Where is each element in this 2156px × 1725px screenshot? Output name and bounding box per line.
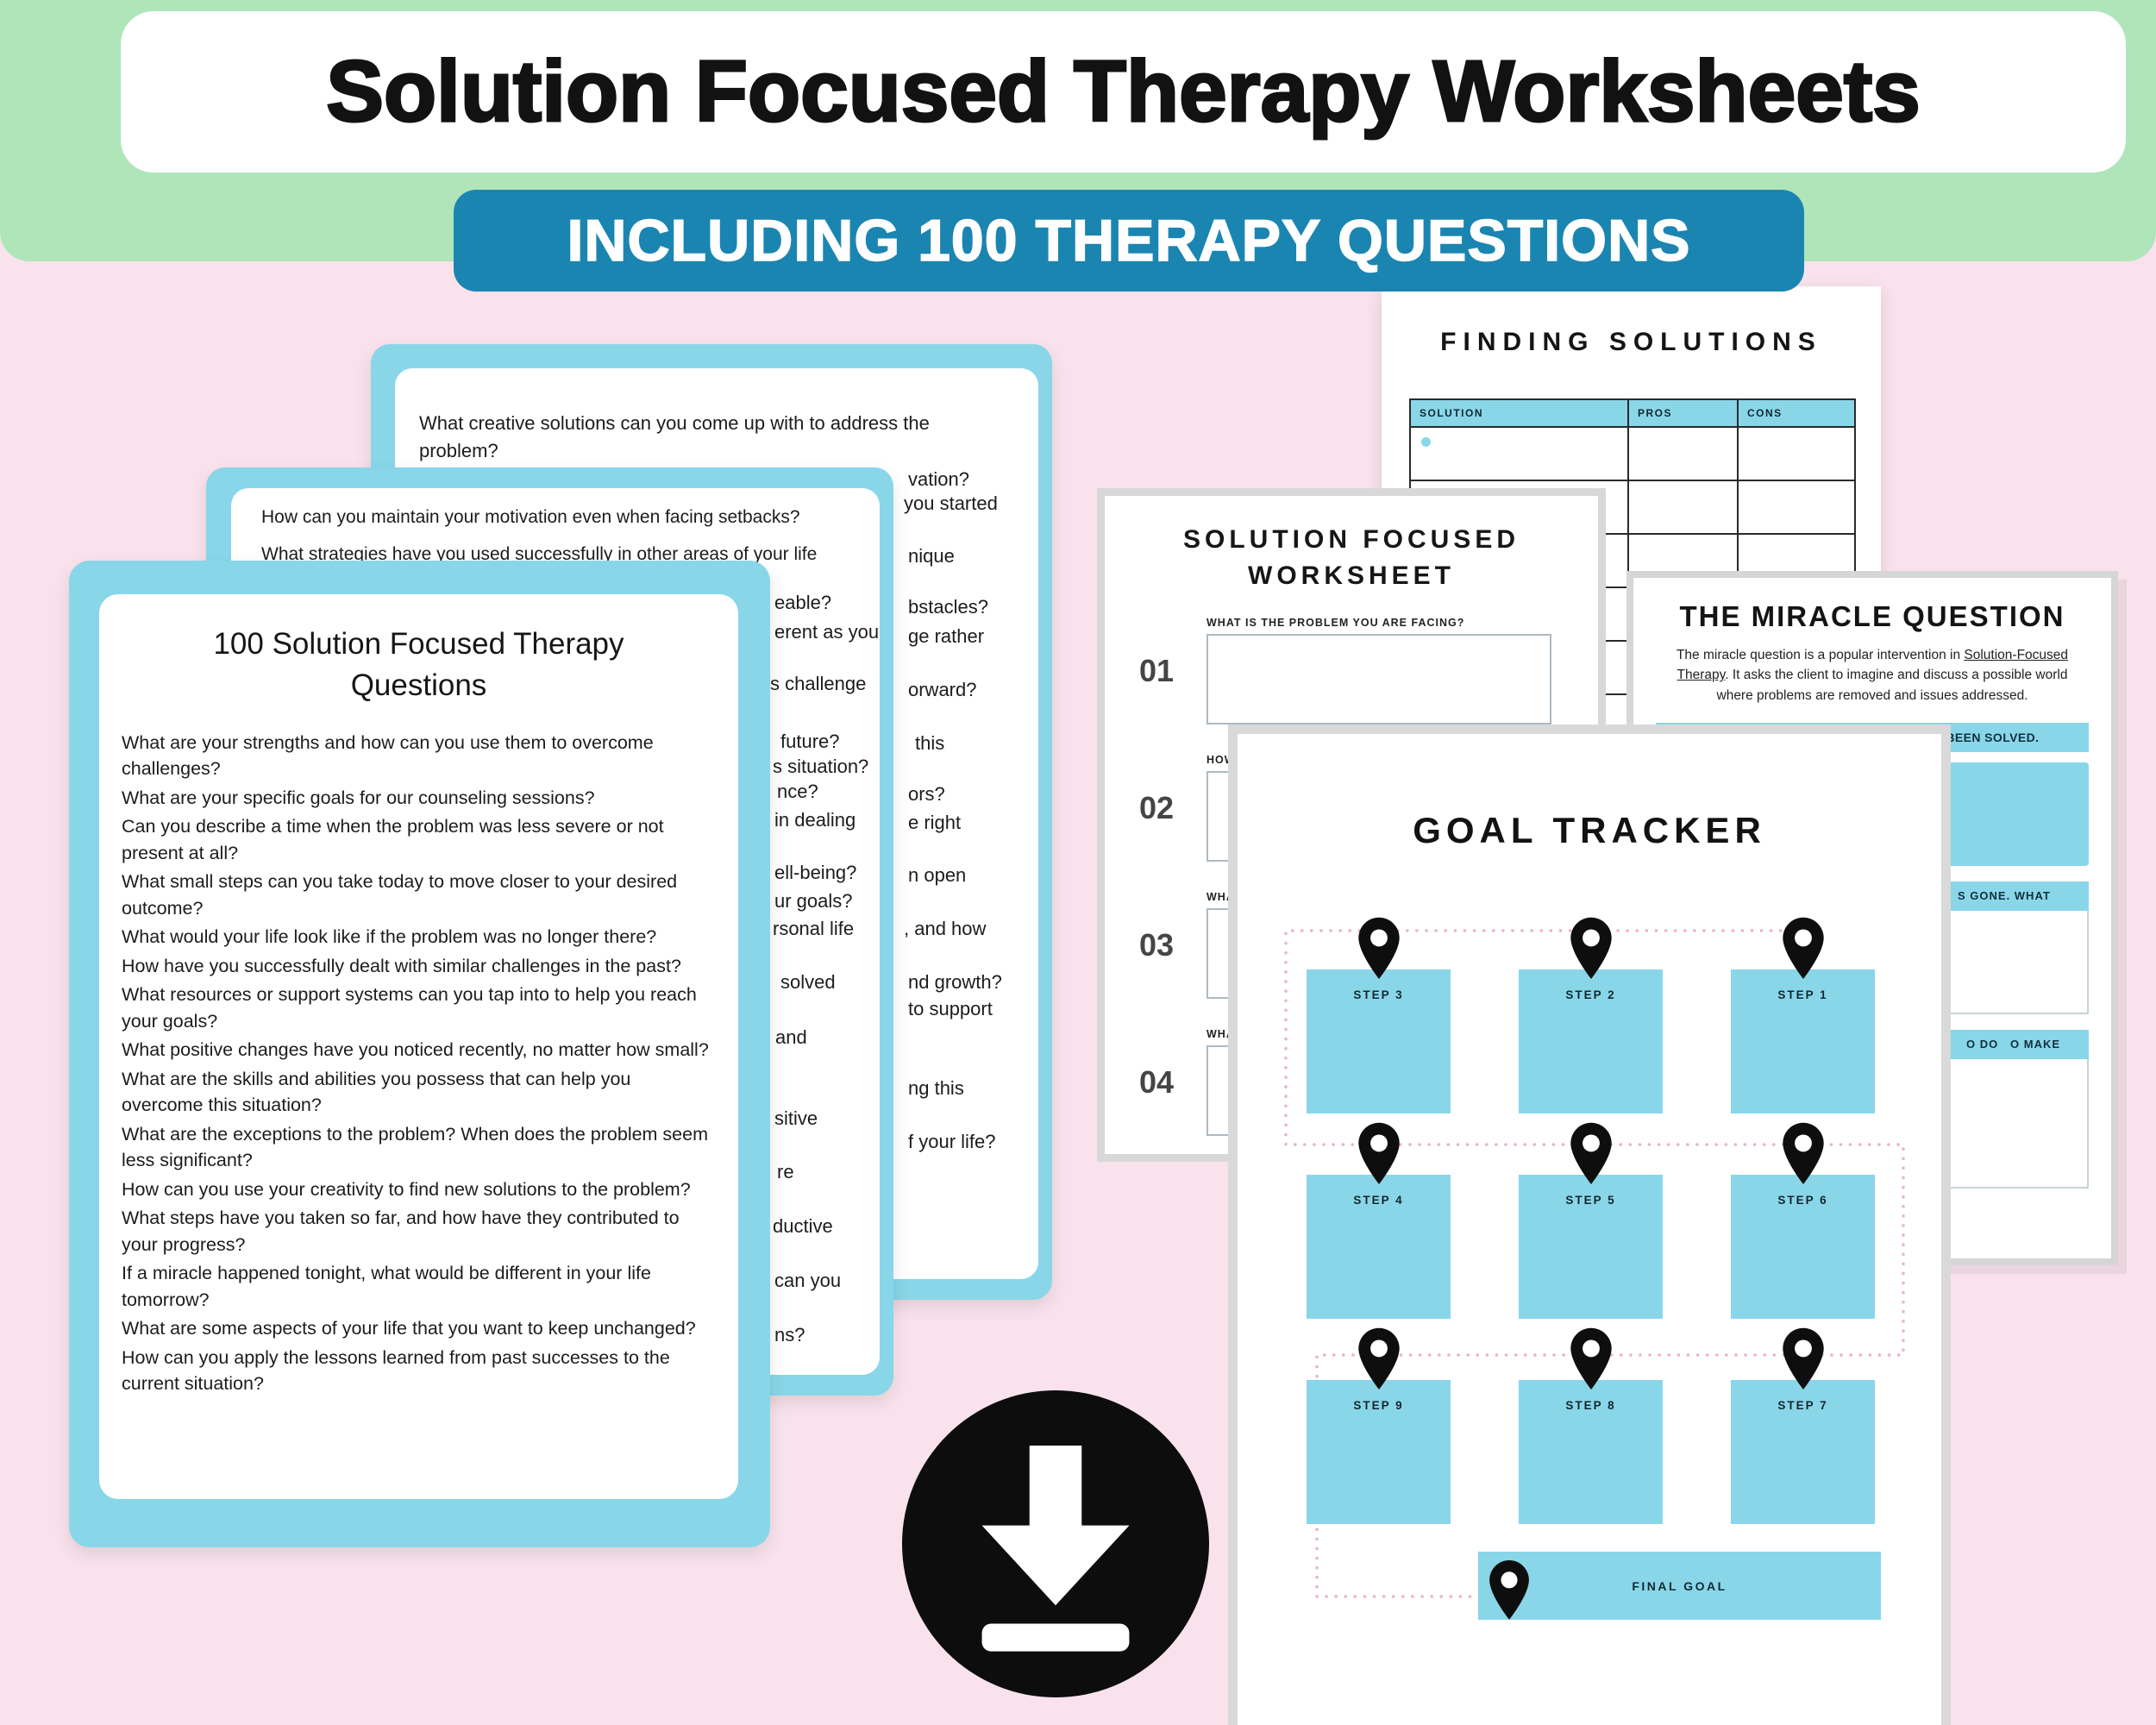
questions-card: 100 Solution Focused Therapy Questions W… [69,561,770,1547]
final-goal-bar: FINAL GOAL [1478,1552,1881,1620]
question-text: What strategies have you used successful… [261,544,818,565]
map-pin-icon [1782,917,1824,980]
map-pin-icon [1782,1327,1824,1390]
question-text: What positive changes have you noticed r… [122,1039,709,1061]
map-pin-icon [1357,1327,1400,1390]
step-card: STEP 6 [1731,1122,1875,1319]
step-card: STEP 7 [1731,1327,1875,1524]
table-row [1411,426,1854,480]
column-header: PROS [1629,400,1739,426]
item-prompt: WHA [1206,891,1235,903]
step-label: STEP 9 [1353,1399,1404,1412]
question-text: What are the skills and abilities you po… [122,1068,631,1116]
answer-box[interactable] [1206,634,1551,724]
step-label: STEP 3 [1353,988,1404,1001]
table-cell [1739,428,1854,480]
subtitle-banner: INCLUDING 100 THERAPY QUESTIONS [454,190,1804,292]
miracle-description: The miracle question is a popular interv… [1669,645,2076,706]
map-pin-icon [1782,1122,1824,1185]
question-text: What resources or support systems can yo… [122,984,697,1032]
question-text: How can you apply the lessons learned fr… [122,1346,670,1395]
table-cell [1411,535,1629,586]
step-card: STEP 8 [1519,1327,1663,1524]
question-text: What are the exceptions to the problem? … [122,1123,709,1171]
description-text: . It asks the client to imagine and disc… [1716,668,2068,703]
table-cell [1629,535,1739,586]
item-number: 03 [1139,926,1175,963]
step-label: STEP 7 [1777,1399,1828,1412]
subtitle-text: INCLUDING 100 THERAPY QUESTIONS [567,207,1691,274]
map-pin-icon [1357,1122,1400,1185]
bullet-dot [1421,437,1431,447]
table-cell [1739,481,1854,533]
final-goal-label: FINAL GOAL [1632,1578,1727,1593]
item-prompt: HOW [1206,754,1236,766]
step-card: STEP 1 [1731,917,1875,1113]
therapy-underlined-text: Solution-Focused Therapy [1677,648,2069,683]
questions-card-title: 100 Solution Focused Therapy Questions [213,627,624,703]
miracle-title: THE MIRACLE QUESTION [1679,600,2065,632]
step-label: STEP 6 [1777,1194,1828,1207]
question-text: What would your life look like if the pr… [122,926,657,948]
question-text: What are your strengths and how can you … [122,731,654,780]
column-header: CONS [1739,400,1854,426]
steps-grid: STEP 3 STEP 2 STEP 1 [1307,917,1875,1524]
goal-tracker-page: GOAL TRACKER STEP 3 STEP 2 [1228,724,1951,1725]
hero-banner: Solution Focused Therapy Worksheets [0,0,2156,261]
table-cell [1629,481,1739,533]
step-card: STEP 9 [1307,1327,1451,1524]
question-text: If a miracle happened tonight, what woul… [122,1263,651,1310]
page-title: Solution Focused Therapy Worksheets [325,42,1921,141]
question-text: How have you successfully dealt with sim… [122,955,681,976]
item-number: 01 [1139,652,1175,688]
step-label: STEP 5 [1565,1194,1616,1207]
table-row [1411,480,1854,533]
step-label: STEP 2 [1565,988,1616,1001]
item-number: 04 [1139,1063,1175,1100]
step-label: STEP 4 [1353,1194,1404,1207]
questions-list: What are your strengths and how can you … [122,730,716,1397]
item-body: WHAT IS THE PROBLEM YOU ARE FACING? [1206,617,1551,724]
description-text: The miracle question is a popular interv… [1676,648,1965,662]
table-cell [1411,481,1629,533]
map-pin-icon [1570,1122,1612,1185]
question-text: What steps have you taken so far, and ho… [122,1208,680,1255]
goal-tracker-title: GOAL TRACKER [1413,810,1766,850]
map-pin-icon [1570,917,1612,980]
questions-card-paper: 100 Solution Focused Therapy Questions W… [99,594,738,1499]
column-header: SOLUTION [1411,400,1629,426]
step-card: STEP 2 [1519,917,1663,1113]
item-number: 02 [1139,789,1175,825]
question-text: What are some aspects of your life that … [122,1318,696,1339]
item-prompt: WHA [1206,1028,1235,1040]
map-pin-icon [1357,917,1400,980]
worksheet-item: 01 WHAT IS THE PROBLEM YOU ARE FACING? [1139,617,1598,724]
question-text: What small steps can you take today to m… [122,871,678,919]
download-button[interactable] [902,1390,1209,1697]
download-icon [902,1390,1209,1697]
step-card: STEP 3 [1307,917,1451,1113]
question-text: What are your specific goals for our cou… [122,787,595,808]
question-text: How can you use your creativity to find … [122,1178,691,1200]
table-row [1411,533,1854,586]
map-pin-icon [1570,1327,1612,1390]
step-card: STEP 4 [1307,1122,1451,1319]
step-label: STEP 1 [1777,988,1828,1001]
table-cell [1629,428,1739,480]
worksheet-title: SOLUTION FOCUSED WORKSHEET [1182,525,1520,590]
question-text: What creative solutions can you come up … [419,412,930,461]
step-label: STEP 8 [1565,1399,1616,1412]
table-cell [1411,428,1629,480]
question-text: How can you maintain your motivation eve… [261,507,800,527]
map-pin-icon [1489,1560,1529,1620]
title-card: Solution Focused Therapy Worksheets [121,11,2126,172]
finding-solutions-title: FINDING SOLUTIONS [1440,328,1822,356]
question-text: Can you describe a time when the problem… [122,816,664,863]
item-prompt: WHAT IS THE PROBLEM YOU ARE FACING? [1206,617,1465,629]
step-card: STEP 5 [1519,1122,1663,1319]
